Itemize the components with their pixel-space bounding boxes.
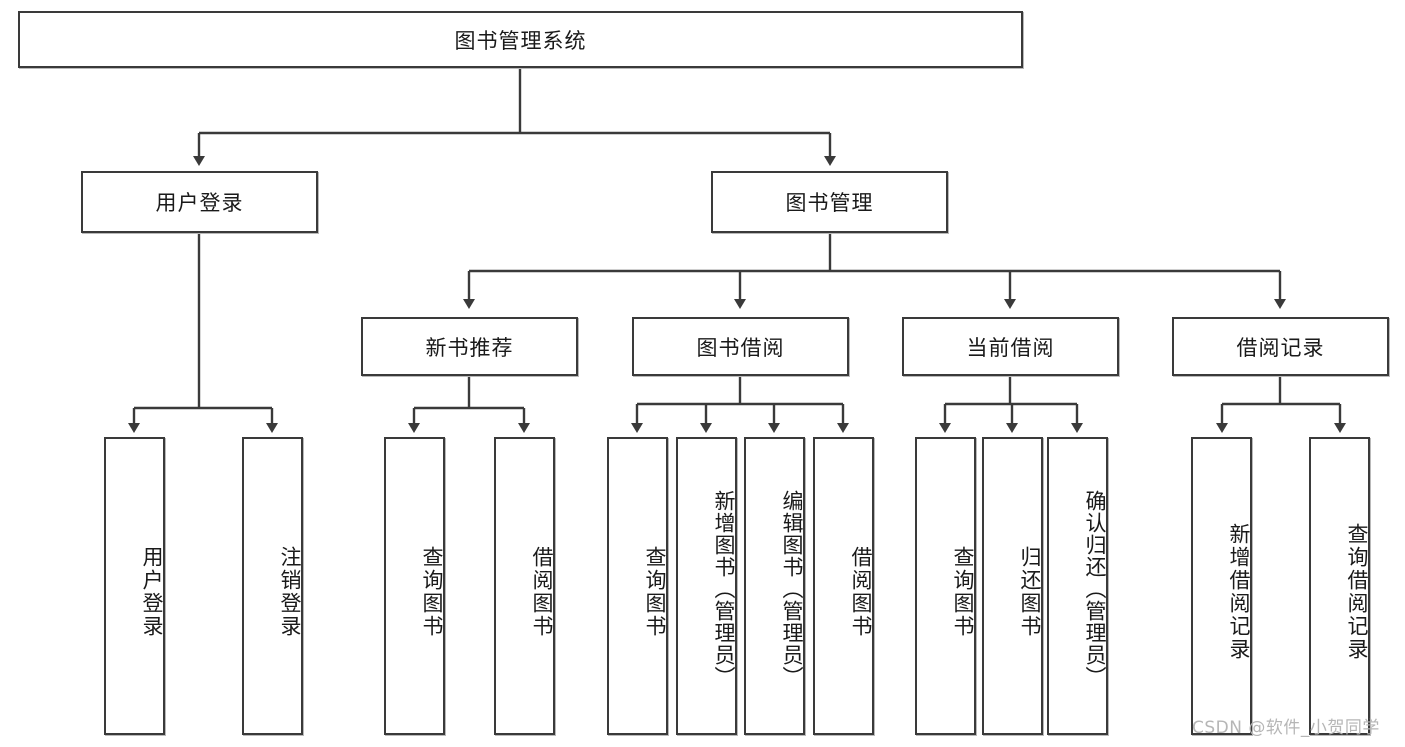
node-label: 图书管理系统 [454, 28, 587, 53]
leaf-user-login[interactable]: 用户登录 [104, 437, 165, 735]
node-label: 图书借阅 [696, 335, 785, 360]
node-book-management[interactable]: 图书管理 [711, 171, 948, 233]
node-root-book-management-system[interactable]: 图书管理系统 [18, 11, 1023, 68]
node-label: 用户登录 [155, 191, 244, 215]
node-current-borrowing[interactable]: 当前借阅 [902, 317, 1119, 376]
node-label: 新增图书（管理员） [712, 490, 736, 688]
leaf-query-borrow-record[interactable]: 查询借阅记录 [1309, 437, 1370, 735]
node-label: 查询图书 [420, 546, 444, 638]
node-borrowing-record[interactable]: 借阅记录 [1172, 317, 1389, 376]
leaf-return-book[interactable]: 归还图书 [982, 437, 1043, 735]
leaf-add-borrow-record[interactable]: 新增借阅记录 [1191, 437, 1252, 735]
node-user-login[interactable]: 用户登录 [81, 171, 318, 233]
node-label: 确认归还（管理员） [1083, 490, 1107, 688]
node-label: 新增借阅记录 [1227, 523, 1251, 661]
node-label: 借阅图书 [530, 546, 554, 638]
node-label: 借阅图书 [849, 546, 873, 638]
node-label: 归还图书 [1018, 546, 1042, 638]
node-label: 查询借阅记录 [1345, 523, 1369, 661]
leaf-borrow-book[interactable]: 借阅图书 [813, 437, 874, 735]
leaf-query-book-current[interactable]: 查询图书 [915, 437, 976, 735]
node-label: 用户登录 [140, 546, 164, 638]
node-label: 查询图书 [951, 546, 975, 638]
node-book-borrowing[interactable]: 图书借阅 [632, 317, 849, 376]
leaf-borrow-book-recommend[interactable]: 借阅图书 [494, 437, 555, 735]
node-label: 图书管理 [785, 191, 874, 215]
csdn-watermark: CSDN @软件_小贺同学 [1192, 718, 1380, 738]
leaf-query-book-recommend[interactable]: 查询图书 [384, 437, 445, 735]
node-new-book-recommendation[interactable]: 新书推荐 [361, 317, 578, 376]
node-label: 编辑图书（管理员） [780, 490, 804, 688]
leaf-edit-book-admin[interactable]: 编辑图书（管理员） [744, 437, 805, 735]
leaf-logout[interactable]: 注销登录 [242, 437, 303, 735]
leaf-confirm-return-admin[interactable]: 确认归还（管理员） [1047, 437, 1108, 735]
node-label: 注销登录 [278, 546, 302, 638]
node-label: 借阅记录 [1236, 335, 1325, 360]
node-label: 新书推荐 [425, 335, 514, 360]
leaf-add-book-admin[interactable]: 新增图书（管理员） [676, 437, 737, 735]
node-label: 当前借阅 [966, 335, 1055, 360]
node-label: 查询图书 [643, 546, 667, 638]
leaf-query-book-borrow[interactable]: 查询图书 [607, 437, 668, 735]
